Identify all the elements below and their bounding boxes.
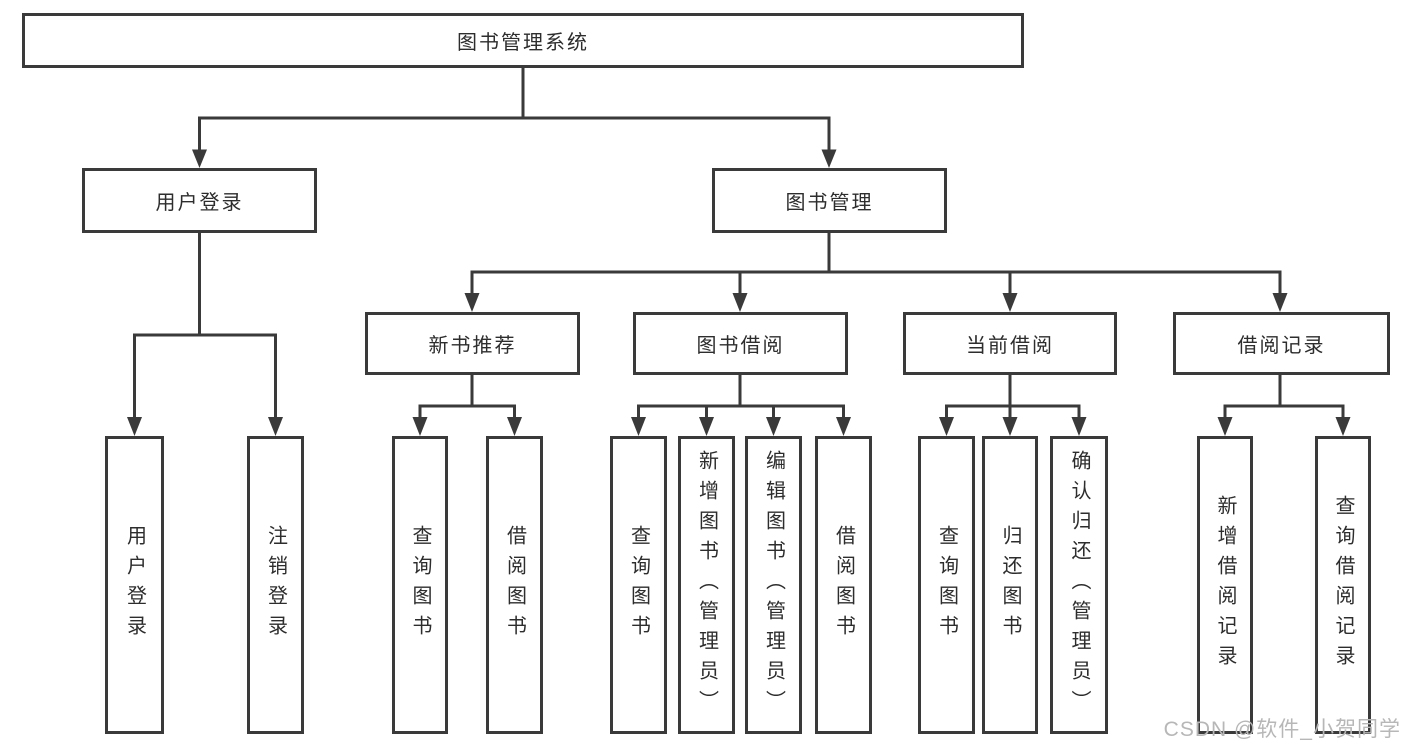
node-borrow-record: 借阅记录 xyxy=(1173,312,1390,375)
node-cb-query-books-label: 查询图书 xyxy=(935,525,958,645)
node-bb-add-books-admin: 新增图书（管理员） xyxy=(678,436,735,734)
connector-current-borrow-children xyxy=(939,375,1087,436)
node-user-login: 用户登录 xyxy=(82,168,317,233)
node-book-borrow-label: 图书借阅 xyxy=(696,335,785,357)
node-bb-query-books: 查询图书 xyxy=(610,436,667,734)
node-bb-query-books-label: 查询图书 xyxy=(627,525,650,645)
watermark: CSDN @软件_小贺同学 xyxy=(1163,718,1401,741)
node-cb-return-books: 归还图书 xyxy=(982,436,1038,734)
node-root-label: 图书管理系统 xyxy=(457,32,589,54)
node-current-borrow: 当前借阅 xyxy=(903,312,1117,375)
node-book-mgmt-label: 图书管理 xyxy=(785,192,874,214)
connector-root-to-level2 xyxy=(192,68,837,168)
node-bb-borrow-books-label: 借阅图书 xyxy=(832,525,855,645)
node-nbr-query-books: 查询图书 xyxy=(392,436,448,734)
node-new-book-rec: 新书推荐 xyxy=(365,312,580,375)
node-bb-edit-books-admin: 编辑图书（管理员） xyxy=(745,436,802,734)
node-br-add-record-label: 新增借阅记录 xyxy=(1214,495,1236,675)
node-nbr-borrow-books: 借阅图书 xyxy=(486,436,543,734)
node-br-add-record: 新增借阅记录 xyxy=(1197,436,1253,734)
node-logout-label: 注销登录 xyxy=(264,525,287,645)
node-cb-confirm-return-admin: 确认归还（管理员） xyxy=(1050,436,1108,734)
node-root: 图书管理系统 xyxy=(22,13,1024,68)
node-book-mgmt: 图书管理 xyxy=(712,168,947,233)
connector-new-book-rec-children xyxy=(412,375,522,436)
node-login-label: 用户登录 xyxy=(123,525,146,645)
connector-book-mgmt-to-level3 xyxy=(464,233,1288,312)
node-bb-add-books-admin-label: 新增图书（管理员） xyxy=(695,450,718,720)
node-current-borrow-label: 当前借阅 xyxy=(966,335,1054,357)
node-login: 用户登录 xyxy=(105,436,164,734)
node-br-query-record-label: 查询借阅记录 xyxy=(1332,495,1354,675)
node-bb-borrow-books: 借阅图书 xyxy=(815,436,872,734)
node-logout: 注销登录 xyxy=(247,436,304,734)
node-book-borrow: 图书借阅 xyxy=(633,312,848,375)
node-cb-query-books: 查询图书 xyxy=(918,436,975,734)
node-nbr-borrow-books-label: 借阅图书 xyxy=(503,525,526,645)
connector-user-login-children xyxy=(127,233,283,436)
node-borrow-record-label: 借阅记录 xyxy=(1237,335,1326,357)
node-br-query-record: 查询借阅记录 xyxy=(1315,436,1371,734)
connector-book-borrow-children xyxy=(631,375,851,436)
connector-borrow-record-children xyxy=(1217,375,1351,436)
node-user-login-label: 用户登录 xyxy=(155,192,244,214)
node-cb-confirm-return-admin-label: 确认归还（管理员） xyxy=(1068,450,1090,720)
node-cb-return-books-label: 归还图书 xyxy=(999,525,1021,645)
node-nbr-query-books-label: 查询图书 xyxy=(409,525,431,645)
node-bb-edit-books-admin-label: 编辑图书（管理员） xyxy=(762,450,785,720)
node-new-book-rec-label: 新书推荐 xyxy=(428,335,517,357)
